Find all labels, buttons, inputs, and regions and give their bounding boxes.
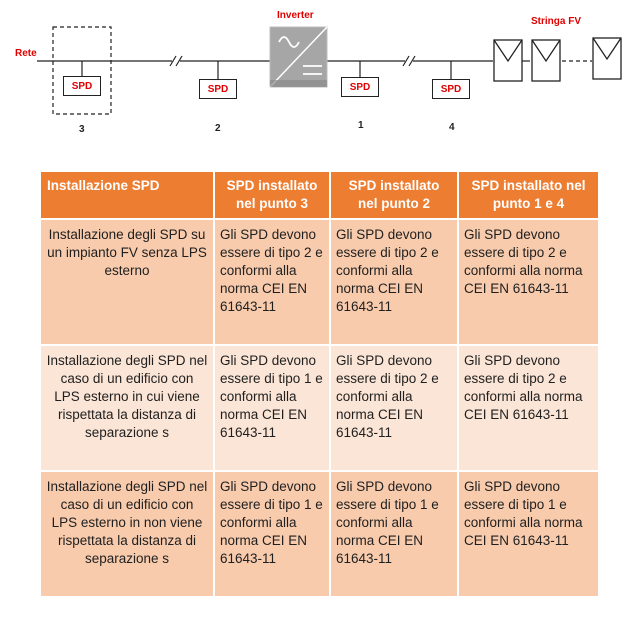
inverter-label: Inverter	[277, 10, 314, 21]
table-cell: Gli SPD devono essere di tipo 2 e confor…	[459, 220, 598, 346]
pv-panel-icon	[493, 39, 523, 82]
pv-string-label: Stringa FV	[531, 16, 582, 27]
table-header-row: Installazione SPD SPD installato nel pun…	[41, 172, 598, 220]
spd-requirements-table: Installazione SPD SPD installato nel pun…	[41, 172, 598, 598]
column-header: SPD installato nel punto 3	[215, 172, 331, 220]
line-break-mark	[408, 55, 416, 67]
rete-label: Rete	[15, 48, 37, 59]
point-number-3: 3	[79, 124, 85, 135]
row-description: Installazione degli SPD su un impianto F…	[41, 220, 215, 346]
table-cell: Gli SPD devono essere di tipo 2 e confor…	[331, 220, 459, 346]
pv-panel-icon	[531, 39, 561, 82]
table-row: Installazione degli SPD su un impianto F…	[41, 220, 598, 346]
table-cell: Gli SPD devono essere di tipo 2 e confor…	[215, 220, 331, 346]
table-cell: Gli SPD devono essere di tipo 2 e confor…	[459, 346, 598, 472]
point-number-2: 2	[215, 123, 221, 134]
pv-panel-icon	[592, 37, 622, 80]
spd-box-point-4: SPD	[432, 79, 470, 99]
table-cell: Gli SPD devono essere di tipo 1 e confor…	[459, 472, 598, 598]
spd-box-point-3: SPD	[63, 76, 101, 96]
spd-box-point-1: SPD	[341, 77, 379, 97]
inverter-icon	[269, 26, 328, 88]
table-row: Installazione degli SPD nel caso di un e…	[41, 472, 598, 598]
table-cell: Gli SPD devono essere di tipo 1 e confor…	[331, 472, 459, 598]
spd-box-point-2: SPD	[199, 79, 237, 99]
column-header: SPD installato nel punto 1 e 4	[459, 172, 598, 220]
line-break-mark	[402, 55, 410, 67]
spd-installation-diagram: Rete Inverter Stringa FV SPD SPD SPD SPD…	[0, 0, 635, 160]
row-description: Installazione degli SPD nel caso di un e…	[41, 346, 215, 472]
line-break-mark	[169, 55, 177, 67]
table-cell: Gli SPD devono essere di tipo 1 e confor…	[215, 346, 331, 472]
table-cell: Gli SPD devono essere di tipo 2 e confor…	[331, 346, 459, 472]
line-break-mark	[175, 55, 183, 67]
point-number-1: 1	[358, 120, 364, 131]
table-cell: Gli SPD devono essere di tipo 1 e confor…	[215, 472, 331, 598]
row-description: Installazione degli SPD nel caso di un e…	[41, 472, 215, 598]
point-number-4: 4	[449, 122, 455, 133]
point-3-dashed-box	[52, 26, 112, 115]
diagram-lines	[37, 26, 622, 115]
table-row: Installazione degli SPD nel caso di un e…	[41, 346, 598, 472]
column-header: SPD installato nel punto 2	[331, 172, 459, 220]
column-header: Installazione SPD	[41, 172, 215, 220]
